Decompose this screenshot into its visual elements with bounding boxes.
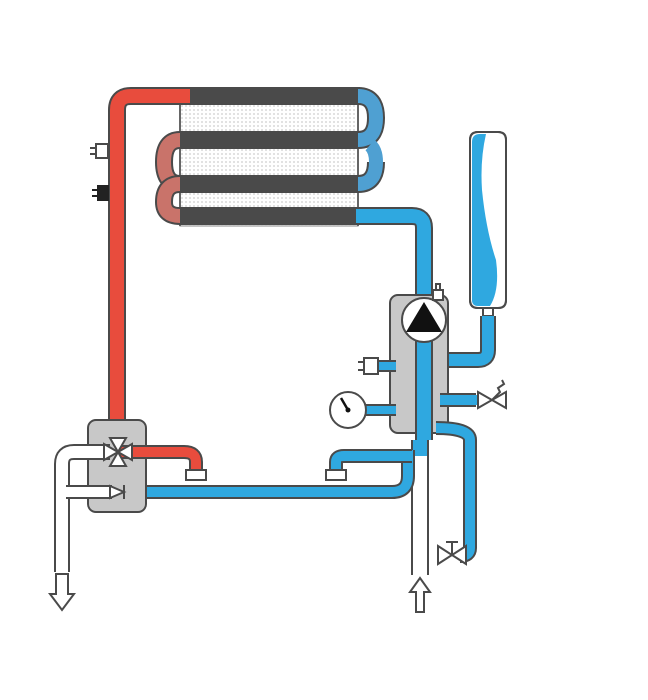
return-pipe-horizontal — [126, 450, 415, 499]
heating-flow-pipe — [120, 445, 207, 481]
heat-exchanger — [179, 89, 359, 227]
pump — [401, 283, 447, 343]
air-vent-icon — [432, 289, 444, 301]
arrow-up-icon — [408, 576, 432, 613]
hot-water-outlet-pipe — [54, 444, 112, 572]
pressure-gauge — [329, 391, 396, 429]
three-way-valve-icon — [103, 437, 133, 467]
safety-valve-branch — [440, 379, 507, 410]
flow-connector — [185, 469, 207, 481]
check-valve-icon — [109, 484, 127, 500]
temperature-sensor — [90, 143, 109, 159]
expansion-tank — [469, 131, 507, 317]
expansion-tank-pipe — [440, 316, 496, 368]
return-connector — [325, 469, 347, 481]
pump-triangle-icon — [406, 302, 442, 332]
heating-return-pipe — [325, 449, 412, 481]
arrow-down-icon — [48, 573, 76, 612]
heat-exchanger-coils — [154, 87, 433, 300]
safety-valve-icon — [477, 379, 507, 410]
drain-pipe — [435, 421, 477, 566]
drain-valve-icon — [437, 541, 467, 566]
hot-supply-pipe — [108, 87, 362, 440]
overheat-sensor — [92, 185, 109, 201]
heat-exchanger-fins — [179, 89, 359, 227]
pressure-sensor — [358, 357, 396, 375]
